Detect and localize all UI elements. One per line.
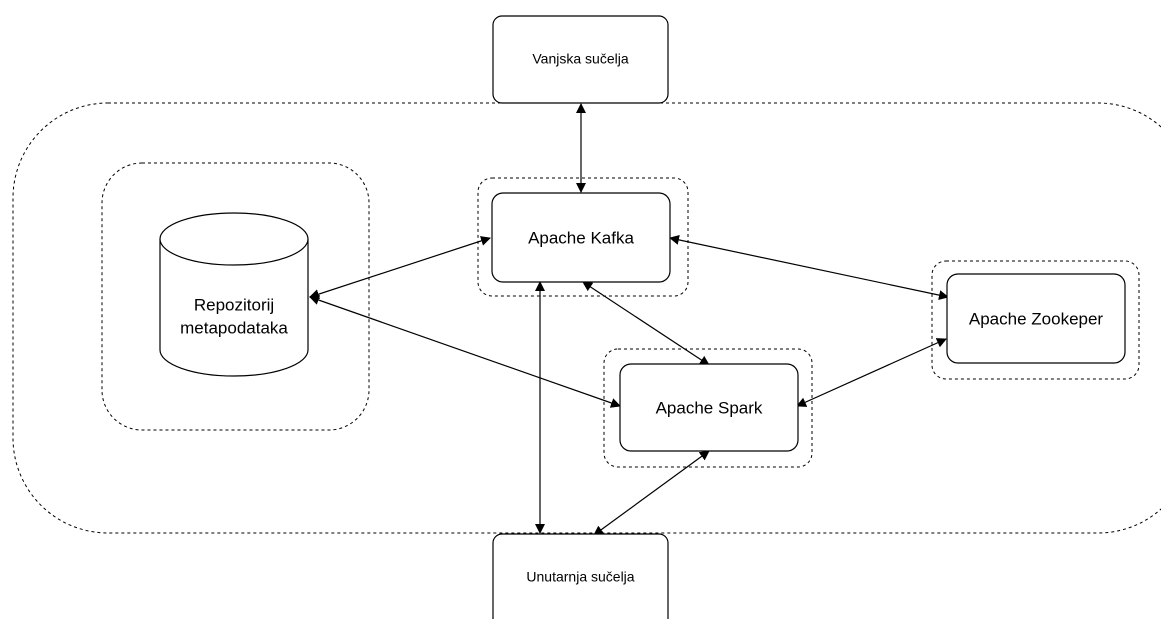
repository-label-line1: Repozitorij bbox=[194, 295, 274, 314]
edge-spark-repository bbox=[309, 295, 621, 408]
edge-spark-internal bbox=[593, 450, 710, 536]
edge-spark-zookeeper bbox=[796, 338, 947, 407]
internal-interfaces-label: Unutarnja sučelja bbox=[526, 569, 634, 585]
zookeeper-label: Apache Zookeper bbox=[969, 309, 1104, 328]
external-interfaces-label: Vanjska sučelja bbox=[532, 51, 628, 67]
internal-interfaces-node: Unutarnja sučelja bbox=[492, 533, 669, 619]
edge-kafka-spark bbox=[582, 281, 710, 366]
edge-kafka-repository bbox=[309, 236, 491, 299]
kafka-label: Apache Kafka bbox=[528, 228, 634, 247]
external-interfaces-node: Vanjska sučelja bbox=[492, 15, 669, 104]
repository-label-line2: metapodataka bbox=[180, 318, 288, 337]
edges bbox=[309, 103, 949, 536]
spark-node: Apache Spark bbox=[619, 363, 799, 452]
kafka-node: Apache Kafka bbox=[491, 192, 671, 283]
edge-kafka-zookeeper bbox=[669, 234, 949, 301]
spark-label: Apache Spark bbox=[656, 398, 763, 417]
zookeeper-node: Apache Zookeper bbox=[946, 273, 1126, 364]
repository-database-icon: Repozitorij metapodataka bbox=[159, 212, 309, 377]
zookeeper-group bbox=[931, 260, 1140, 380]
